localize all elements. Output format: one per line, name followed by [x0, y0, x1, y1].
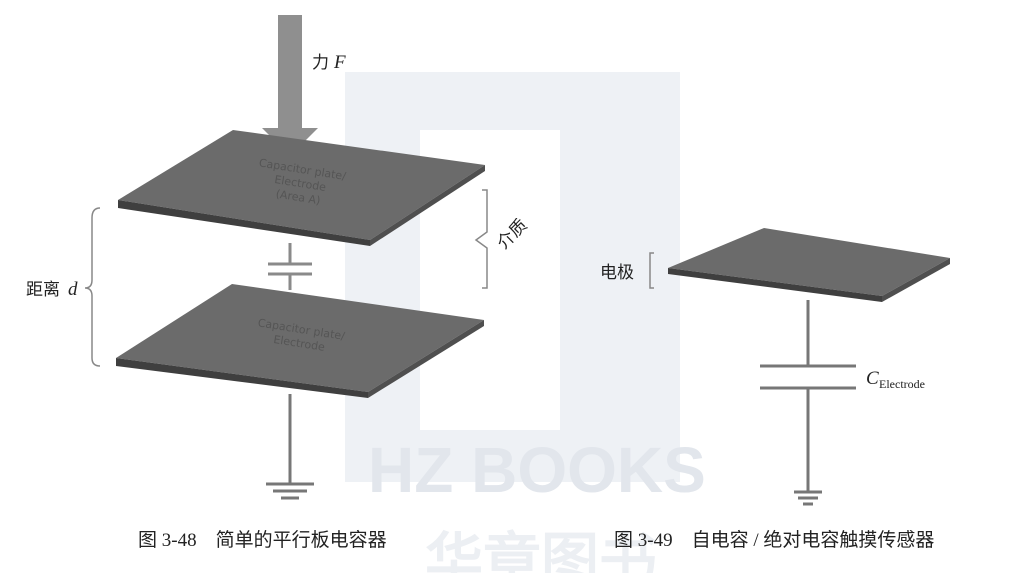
watermark-text: HZ BOOKS [368, 434, 706, 506]
electrode-bracket [649, 252, 654, 289]
capacitor-plate-top: Capacitor plate/ Electrode (Area A) [118, 130, 485, 246]
watermark: HZ BOOKS 华章图书 [345, 72, 706, 573]
figure-3-49: 电极 C Electrode 图 3-49 自电容 / 绝对电容触摸传感器 [600, 228, 950, 551]
distance-label: 距离 [26, 280, 60, 300]
caption-3-48: 图 3-48 简单的平行板电容器 [138, 529, 387, 551]
ground-symbol-49 [794, 490, 822, 506]
distance-brace [84, 207, 101, 367]
caption-3-49: 图 3-49 自电容 / 绝对电容触摸传感器 [614, 529, 934, 551]
capacitance-symbol: C [866, 368, 879, 389]
force-symbol: F [333, 52, 346, 73]
electrode-plate [668, 228, 950, 302]
distance-symbol: d [68, 279, 78, 300]
dielectric-brace [474, 189, 488, 289]
capacitance-subscript: Electrode [879, 377, 925, 391]
capacitor-plate-bottom: Capacitor plate/ Electrode [116, 284, 484, 398]
capacitor-symbol-49 [760, 300, 856, 492]
ground-symbol-48 [266, 394, 314, 500]
figure-3-48: 力 F Capacitor plate/ Electrode (Area A) [26, 15, 532, 551]
watermark-subtext: 华章图书 [425, 528, 657, 573]
force-arrow [262, 15, 318, 156]
electrode-label: 电极 [600, 263, 634, 283]
capacitor-symbol-48 [268, 243, 312, 290]
force-label: 力 [312, 53, 329, 73]
